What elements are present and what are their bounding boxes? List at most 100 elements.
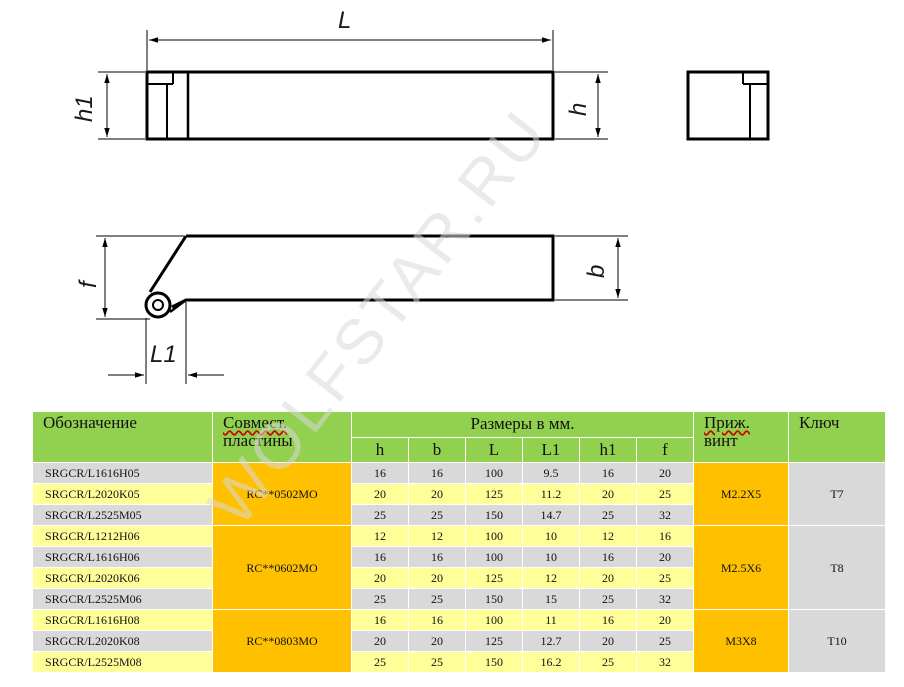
cell-h1: 16: [579, 462, 637, 484]
cell-h: 16: [351, 462, 409, 484]
cell-L: 100: [465, 525, 523, 547]
header-row-2: h b L L1 h1 f: [33, 436, 886, 463]
table-row: SRGCR/L1616H06 16 16 100 10 16 20: [32, 546, 886, 568]
dim-L1: L1: [108, 302, 224, 384]
header-designation: Обозначение: [32, 411, 213, 463]
row-designation: SRGCR/L2020K06: [32, 567, 213, 589]
row-key: T10: [788, 609, 886, 673]
cell-f: 25: [636, 630, 694, 652]
cell-L: 125: [465, 567, 523, 589]
cell-L1: 11.2: [522, 483, 580, 505]
row-screw: M2.5X6: [693, 525, 789, 610]
label-h: h: [565, 103, 592, 116]
cell-L1: 14.7: [522, 504, 580, 526]
table-row: SRGCR/L2525M05 25 25 150 14.7 25 32: [32, 504, 886, 526]
drawing-svg: L h1 h: [71, 7, 770, 384]
table-row: SRGCR/L1616H08 RC**0803MO 16 16 100 11 1…: [32, 609, 886, 673]
row-insert: RC**0803MO: [212, 609, 352, 673]
cell-h1: 25: [579, 504, 637, 526]
row-designation: SRGCR/L2020K05: [32, 483, 213, 505]
row-designation: SRGCR/L1616H05: [32, 462, 213, 484]
header-row-1: Обозначение Совмест. пластины Размеры в …: [32, 411, 886, 463]
cell-f: 32: [636, 651, 694, 673]
dim-h: h: [555, 71, 608, 140]
cell-L1: 15: [522, 588, 580, 610]
cell-f: 25: [636, 567, 694, 589]
row-designation: SRGCR/L2525M05: [32, 504, 213, 526]
table-row: SRGCR/L1212H06 RC**0602MO 12 12 100 10 1…: [32, 525, 886, 610]
header-insert: Совмест. пластины: [212, 411, 352, 463]
cell-L: 125: [465, 483, 523, 505]
cell-h1: 20: [579, 483, 637, 505]
cell-L1: 11: [522, 609, 580, 631]
cell-f: 16: [636, 525, 694, 547]
cell-h: 25: [351, 588, 409, 610]
cell-b: 12: [408, 525, 466, 547]
row-designation: SRGCR/L2525M08: [32, 651, 213, 673]
row-screw: M3X8: [693, 609, 789, 673]
cell-f: 32: [636, 504, 694, 526]
cell-L1: 10: [522, 546, 580, 568]
cell-L: 150: [465, 651, 523, 673]
header-key: Ключ: [788, 411, 886, 463]
cell-h1: 12: [579, 525, 637, 547]
technical-drawing: L h1 h: [71, 7, 770, 384]
spec-table: Обозначение Совмест. пластины Размеры в …: [32, 411, 886, 673]
cell-h1: 25: [579, 588, 637, 610]
table-row: SRGCR/L2020K08 20 20 125 12.7 20 25: [32, 630, 886, 652]
cell-L: 125: [465, 630, 523, 652]
dim-L: L: [146, 7, 554, 70]
dim-h1: h1: [71, 71, 145, 140]
table-row: SRGCR/L1616H05 RC**0502MO 16 16 100 9.5 …: [32, 462, 886, 526]
cell-h: 12: [351, 525, 409, 547]
row-designation: SRGCR/L1212H06: [32, 525, 213, 547]
row-designation: SRGCR/L2525M06: [32, 588, 213, 610]
cell-h: 20: [351, 630, 409, 652]
cell-h1: 25: [579, 651, 637, 673]
header-col-h: h: [351, 436, 409, 463]
cell-f: 20: [636, 546, 694, 568]
cell-L: 100: [465, 609, 523, 631]
cell-h: 25: [351, 651, 409, 673]
header-screw-line2: винт: [704, 431, 738, 450]
header-insert-line1: Совмест.: [223, 413, 288, 432]
end-view: [686, 70, 770, 141]
row-insert: RC**0502MO: [212, 462, 352, 526]
cell-b: 20: [408, 567, 466, 589]
cell-b: 16: [408, 609, 466, 631]
cell-h1: 20: [579, 567, 637, 589]
header-col-h1: h1: [579, 436, 637, 463]
cell-h1: 16: [579, 609, 637, 631]
top-view: [144, 234, 555, 319]
label-L1: L1: [150, 341, 177, 368]
label-b: b: [583, 265, 610, 278]
cell-f: 20: [636, 609, 694, 631]
row-designation: SRGCR/L1616H08: [32, 609, 213, 631]
cell-h: 20: [351, 567, 409, 589]
side-view: [145, 70, 555, 141]
row-key: T8: [788, 525, 886, 610]
cell-L: 100: [465, 462, 523, 484]
dim-b: b: [555, 235, 628, 301]
cell-L: 100: [465, 546, 523, 568]
cell-h: 20: [351, 483, 409, 505]
cell-L1: 16.2: [522, 651, 580, 673]
cell-b: 25: [408, 588, 466, 610]
header-insert-line2: пластины: [223, 431, 293, 450]
cell-b: 25: [408, 651, 466, 673]
label-L: L: [338, 7, 351, 34]
cell-L1: 10: [522, 525, 580, 547]
header-screw: Приж. винт: [693, 411, 789, 463]
cell-L: 150: [465, 588, 523, 610]
label-h1: h1: [71, 95, 98, 122]
row-screw: M2.2X5: [693, 462, 789, 526]
row-insert: RC**0602MO: [212, 525, 352, 610]
dim-f: f: [75, 235, 184, 320]
header-dimensions: Размеры в мм.: [351, 411, 694, 438]
row-key: T7: [788, 462, 886, 526]
row-designation: SRGCR/L1616H06: [32, 546, 213, 568]
cell-L1: 9.5: [522, 462, 580, 484]
cell-L: 150: [465, 504, 523, 526]
cell-b: 20: [408, 483, 466, 505]
cell-h: 25: [351, 504, 409, 526]
